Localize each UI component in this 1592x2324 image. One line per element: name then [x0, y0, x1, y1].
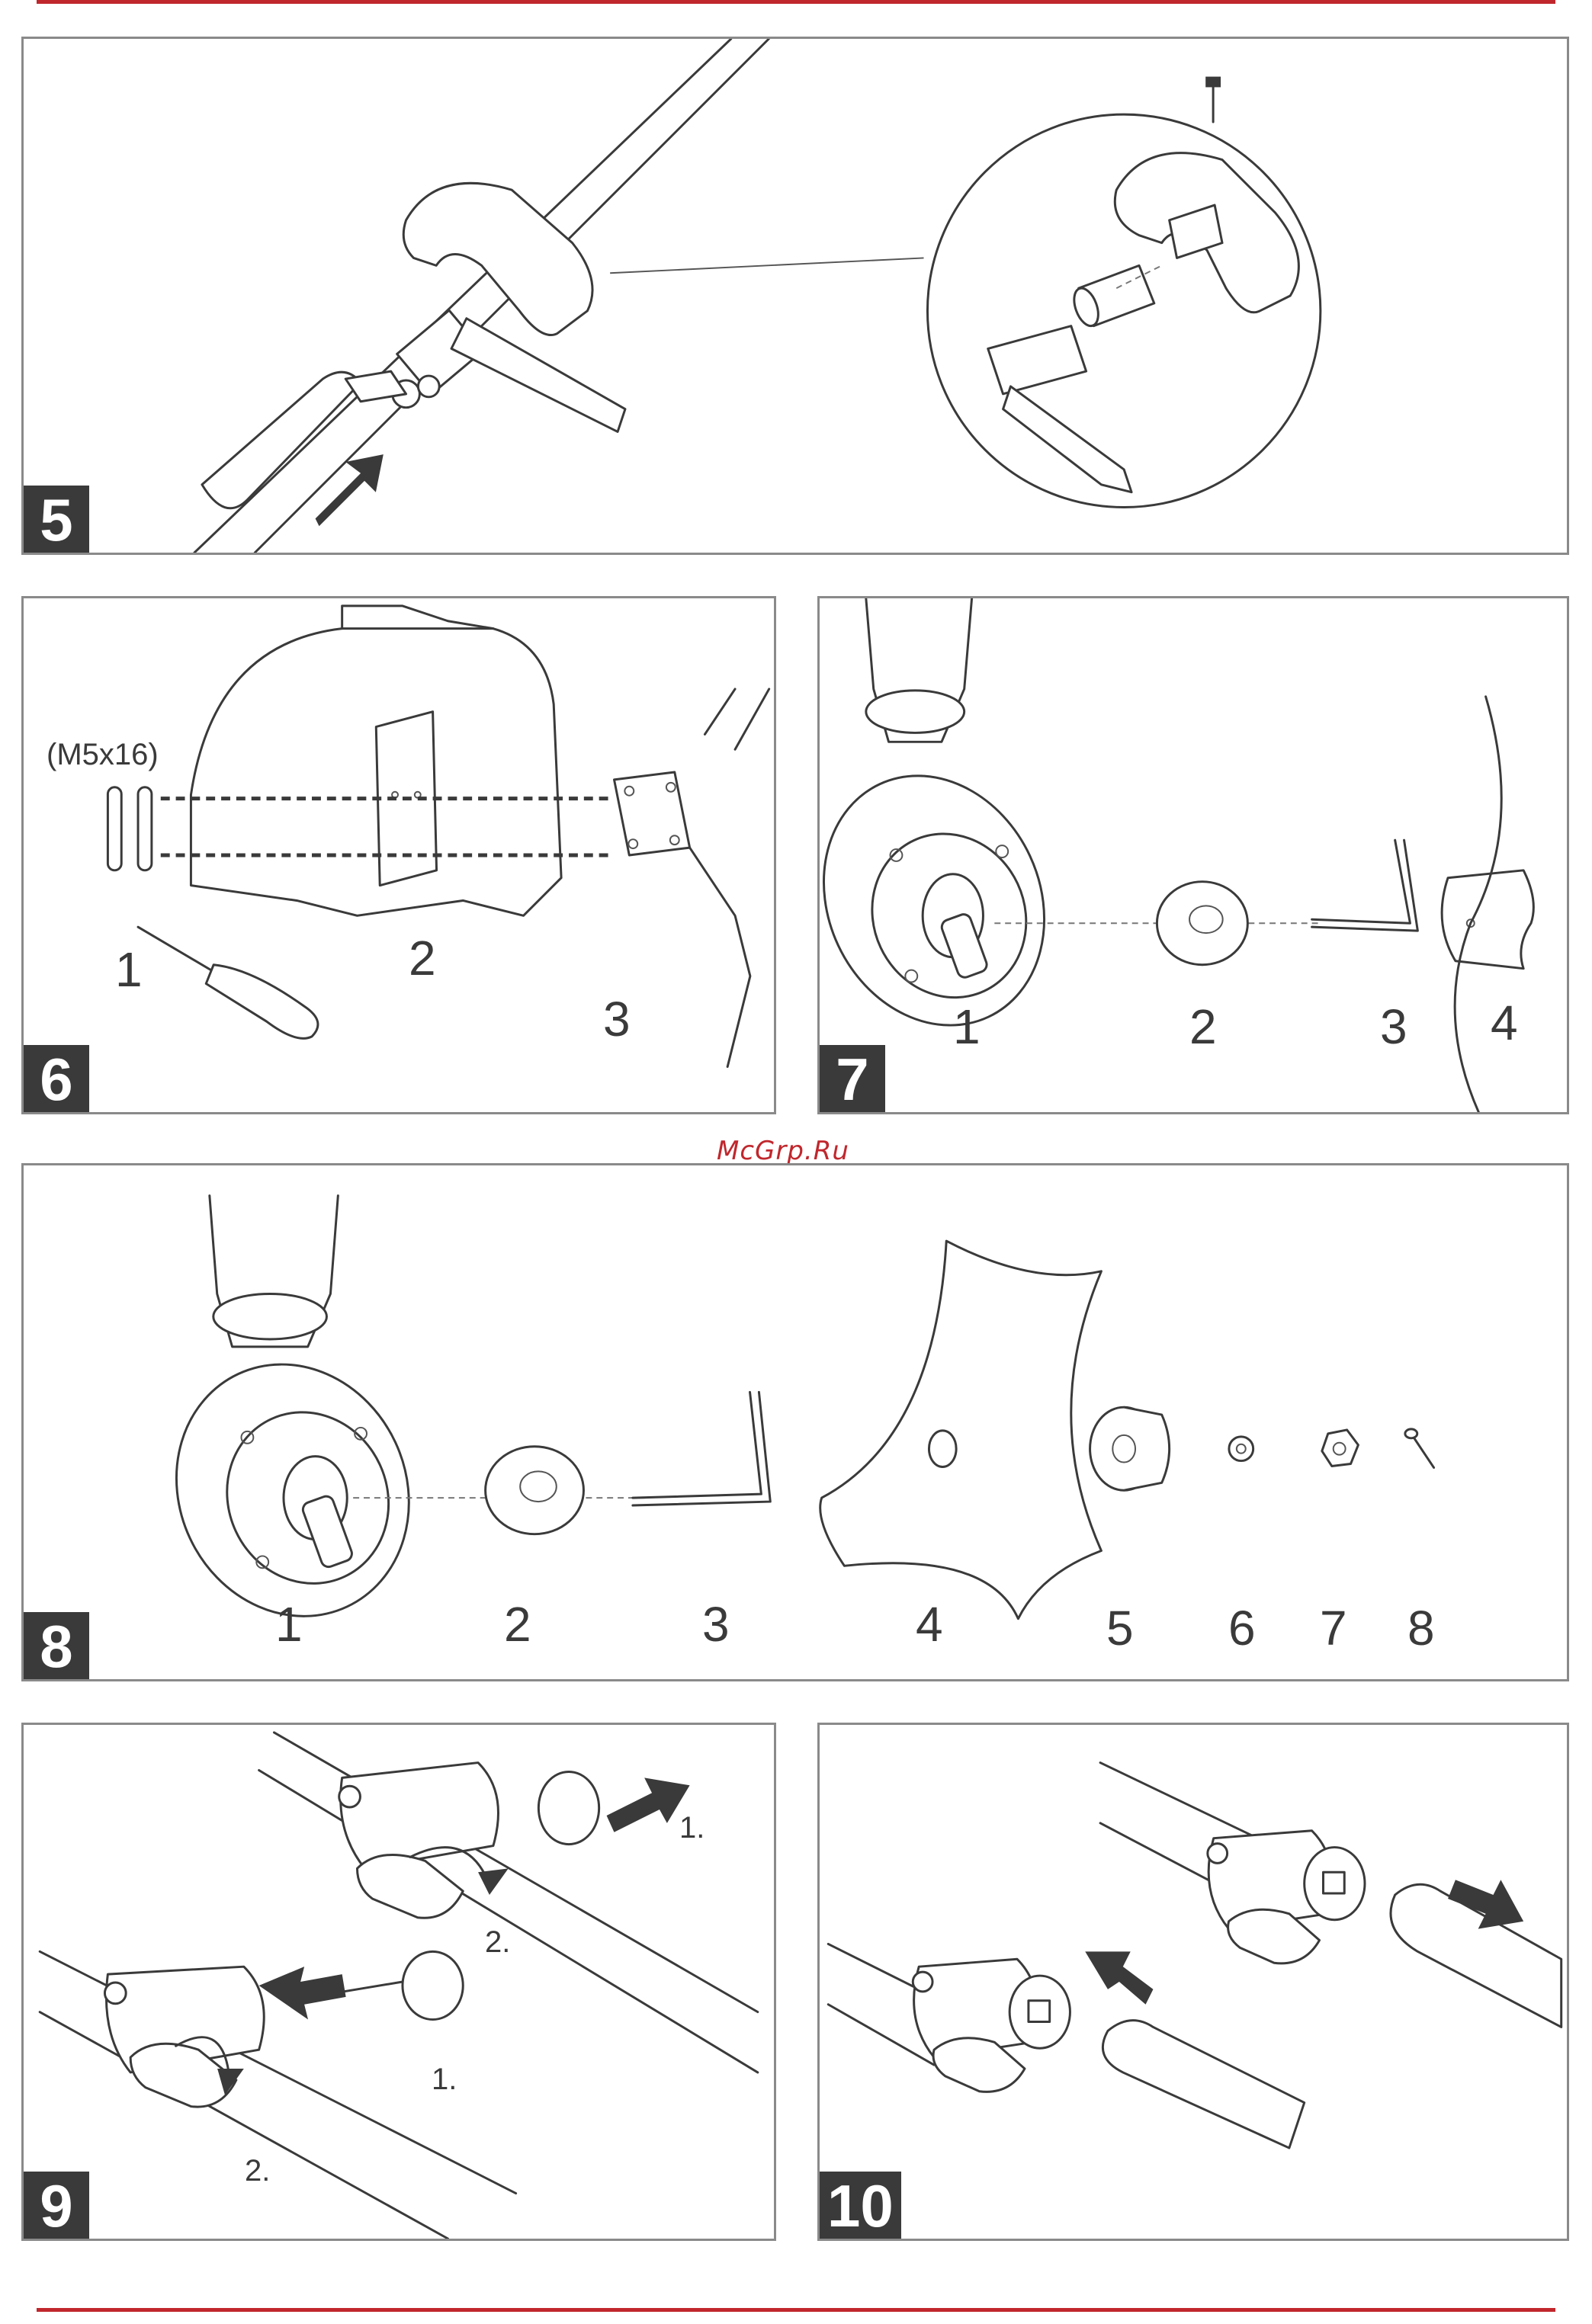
part-label-1: 1 [275, 1600, 303, 1649]
step-number-7: 7 [820, 1045, 885, 1112]
screw-spec-label: (M5x16) [47, 739, 159, 770]
panel-8-blade-assembly-parts: 1 2 3 4 5 6 7 8 8 [21, 1163, 1569, 1681]
step-label-lower-1: 1. [432, 2064, 457, 2095]
guard-mounting-illustration [24, 598, 774, 1112]
watermark: McGrp.Ru [717, 1136, 849, 1166]
top-red-rule [37, 0, 1555, 4]
panel-6-guard-mounting: (M5x16) 1 2 3 6 [21, 596, 776, 1114]
step-label-upper-2: 2. [485, 1927, 510, 1957]
shaft-disconnect-illustration [24, 1725, 774, 2239]
panel-9-shaft-disconnect: 1. 2. 1. 2. 9 [21, 1723, 776, 2241]
panel-5-handle-assembly: 5 [21, 37, 1569, 555]
step-number-8: 8 [24, 1612, 89, 1679]
part-label-2: 2 [409, 934, 436, 982]
part-label-4: 4 [916, 1600, 943, 1649]
step-number-10: 10 [820, 2172, 901, 2239]
part-label-3: 3 [1380, 1002, 1407, 1051]
part-label-2: 2 [504, 1600, 531, 1649]
step-label-lower-2: 2. [245, 2156, 270, 2186]
part-label-1: 1 [953, 1002, 981, 1051]
step-number-6: 6 [24, 1045, 89, 1112]
bottom-red-rule [37, 2308, 1555, 2312]
part-label-7: 7 [1320, 1604, 1347, 1652]
part-label-1: 1 [115, 945, 143, 994]
panel-7-blade-head-parts: 1 2 3 4 7 [817, 596, 1569, 1114]
handle-assembly-illustration [24, 39, 1567, 553]
step-label-upper-1: 1. [679, 1813, 705, 1843]
step-number-9: 9 [24, 2172, 89, 2239]
panel-10-shaft-separate: 10 [817, 1723, 1569, 2241]
part-label-5: 5 [1106, 1604, 1134, 1652]
part-label-4: 4 [1491, 999, 1518, 1047]
step-number-5: 5 [24, 486, 89, 553]
part-label-2: 2 [1189, 1002, 1217, 1051]
part-label-6: 6 [1228, 1604, 1256, 1652]
shaft-separate-illustration [820, 1725, 1567, 2239]
part-label-8: 8 [1407, 1604, 1435, 1652]
part-label-3: 3 [603, 995, 631, 1043]
part-label-3: 3 [702, 1600, 730, 1649]
